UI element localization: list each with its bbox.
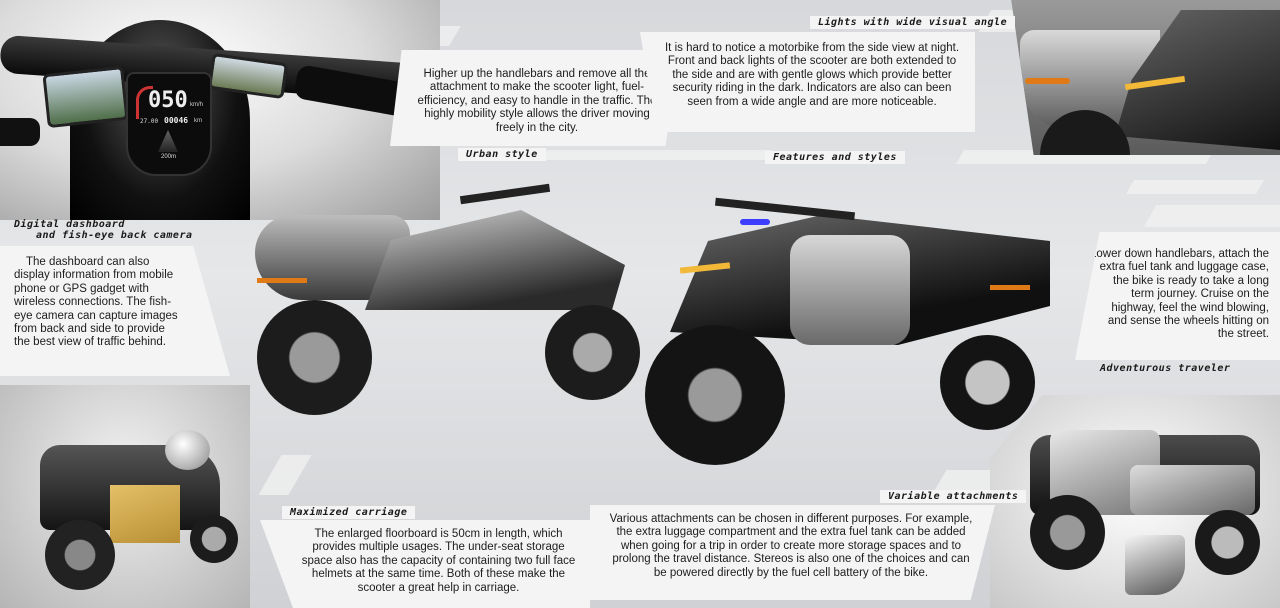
speed-readout: 050 <box>148 88 188 113</box>
odometer-readout: 00046 <box>164 116 189 125</box>
variable-title: Variable attachments <box>880 490 1027 503</box>
range-readout: 200m <box>161 154 177 160</box>
decor-stripe <box>258 455 312 495</box>
dashboard-panel: The dashboard can also display informati… <box>0 246 230 376</box>
cargo-box <box>110 485 180 543</box>
lights-text: It is hard to notice a motorbike from th… <box>664 42 960 108</box>
carriage-text: The enlarged floorboard is 50cm in lengt… <box>301 528 576 594</box>
carriage-photo <box>0 385 250 608</box>
digital-dashboard: 050 km/h 27.00 00046 km 200m <box>126 72 212 176</box>
lights-title: Lights with wide visual angle <box>810 16 1016 29</box>
odometer-unit: km <box>194 118 202 124</box>
dashboard-photo: 050 km/h 27.00 00046 km 200m <box>0 0 440 220</box>
carriage-panel: The enlarged floorboard is 50cm in lengt… <box>260 520 590 608</box>
adventurous-panel: Lower down handlebars, attach the extra … <box>1075 232 1280 360</box>
dashboard-title: Digital dashboard and fish-eye back came… <box>6 218 201 242</box>
dashboard-text: The dashboard can also display informati… <box>14 256 178 349</box>
variable-panel: Various attachments can be chosen in dif… <box>590 505 995 600</box>
attachments-photo <box>990 395 1280 608</box>
trip-readout: 27.00 <box>140 118 159 125</box>
map-arrow-icon <box>158 130 178 152</box>
dashboard-title-line1: Digital dashboard <box>14 219 125 230</box>
variable-text: Various attachments can be chosen in dif… <box>609 513 973 579</box>
urban-text: Higher up the handlebars and remove all … <box>417 68 657 134</box>
urban-title: Urban style <box>458 148 546 161</box>
speed-unit: km/h <box>190 102 204 108</box>
lights-photo <box>1011 0 1280 155</box>
helmet-icon <box>165 430 210 470</box>
dashboard-title-line2: and fish-eye back camera <box>36 230 193 241</box>
urban-panel: Higher up the handlebars and remove all … <box>390 50 680 146</box>
adventurous-text: Lower down handlebars, attach the extra … <box>1089 248 1269 341</box>
adventurous-title: Adventurous traveler <box>1100 363 1231 374</box>
decor-stripe <box>537 150 773 160</box>
urban-scooter-image <box>245 183 645 430</box>
lights-panel: It is hard to notice a motorbike from th… <box>640 32 975 132</box>
decor-stripe <box>1143 205 1280 227</box>
adventure-bike-image <box>640 195 1050 470</box>
features-title: Features and styles <box>765 151 905 164</box>
decor-stripe <box>1125 180 1265 194</box>
carriage-title: Maximized carriage <box>282 506 416 519</box>
